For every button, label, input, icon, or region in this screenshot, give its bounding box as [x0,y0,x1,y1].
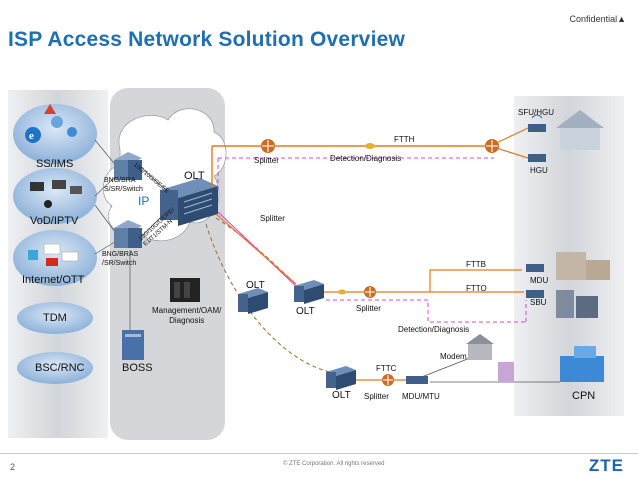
olt-mid-device [294,280,324,304]
cpn-building [560,346,604,382]
bng-top-device [114,152,142,180]
management-label: Management/OAM/ Diagnosis [152,306,222,325]
tv-icon-2 [52,180,66,189]
cpn-label: CPN [572,390,596,402]
management-server [170,278,200,302]
splitter-top-label: Splitter [254,156,279,165]
tv-icon-3 [70,186,82,194]
modem-house [466,334,514,382]
fiber-fttb [429,269,522,292]
fttc-label: FTTC [376,364,397,373]
ebay-icon [61,251,79,262]
olt-mid-left-device [238,288,268,314]
ie-icon [25,127,41,143]
splitter-bottom-label: Splitter [364,392,389,401]
page-title: ISP Access Network Solution Overview [8,28,406,51]
detection-mid-line [326,299,526,323]
tv-icon [30,182,44,191]
ip-label: IP [138,194,150,208]
cloud-ss-ims [13,104,97,164]
sbu-building [556,290,598,318]
core-olt-device [160,178,218,226]
modem-label: Modem [440,352,467,361]
cloud-bsc-rnc [17,352,93,384]
boss-server [122,330,144,360]
fttb-label: FTTB [466,260,486,269]
fiber-mid-red [215,213,297,285]
mdu-label: MDU [530,276,549,285]
bng-bottom-device [114,220,142,248]
link-bng-olt-bottom [141,209,169,237]
olt-mid-label: OLT [296,306,315,317]
film-icon [44,200,52,208]
fiber-coupler-mid-icon [338,289,346,295]
service-label-vod-iptv: VoD/IPTV [30,215,79,227]
service-clouds [13,104,97,384]
boss-label: BOSS [122,362,153,374]
splitter-mid2-label: Splitter [356,304,381,313]
splitter-top-right-icon [485,139,499,153]
link-bng-olt-top [141,167,169,193]
confidential-label: Confidential▲ [569,14,626,24]
hgu-label: HGU [530,166,548,175]
splitter-bottom-icon [382,374,394,386]
mdu-mtu-label: MDU/MTU [402,392,440,401]
copyright: © ZTE Corporation. All rights reserved [283,461,385,467]
service-label-tdm: TDM [43,312,67,324]
service-label-bsc-rnc: BSC/RNC [35,362,85,374]
splitter-mid-icon [364,286,376,298]
footer-divider [0,453,638,454]
splitter-mid-label: Splitter [260,214,285,223]
mdu-building [556,252,610,280]
home-house [556,110,604,150]
splitter-top-icon [261,139,275,153]
detection-mid-label: Detection/Diagnosis [398,325,470,334]
olt-bottom-label: OLT [332,390,351,401]
mdu-mtu-device [406,376,428,384]
olt-mid-left-label: OLT [246,280,265,291]
page-number: 2 [10,462,16,472]
app-icon-2 [67,127,77,137]
cloud-tdm [17,302,93,334]
service-label-internet-ott: Internet/OTT [22,274,85,286]
hgu-device [528,154,546,162]
google-icon [43,243,61,255]
fiber-bottom-dashed [205,223,331,373]
youtube-icon [46,258,58,266]
sfu-hgu-label: SFU/HGU [518,108,554,117]
svg-text:e: e [29,130,34,142]
zte-logo: ZTE [588,456,624,475]
service-label-ss-ims: SS/IMS [36,158,74,170]
core-olt-label: OLT [184,170,205,182]
ftth-label: FTTH [394,135,415,144]
bng-bottom-label: BNG/BRAS /SR/Switch [102,251,139,267]
olt-bottom-device [326,366,356,390]
app-icon [51,116,63,128]
fiber-coupler-icon [365,143,375,149]
detection-top-label: Detection/Diagnosis [330,154,402,163]
ftto-label: FTTO [466,284,487,293]
sbu-label: SBU [530,298,547,307]
sbu-device [526,290,544,298]
bng-top-label: BNG/BRA S/SR/Switch [104,177,143,193]
twitter-icon [28,250,38,260]
mdu-device [526,264,544,272]
sfu-hgu-device [528,114,546,132]
warning-icon [44,104,56,114]
